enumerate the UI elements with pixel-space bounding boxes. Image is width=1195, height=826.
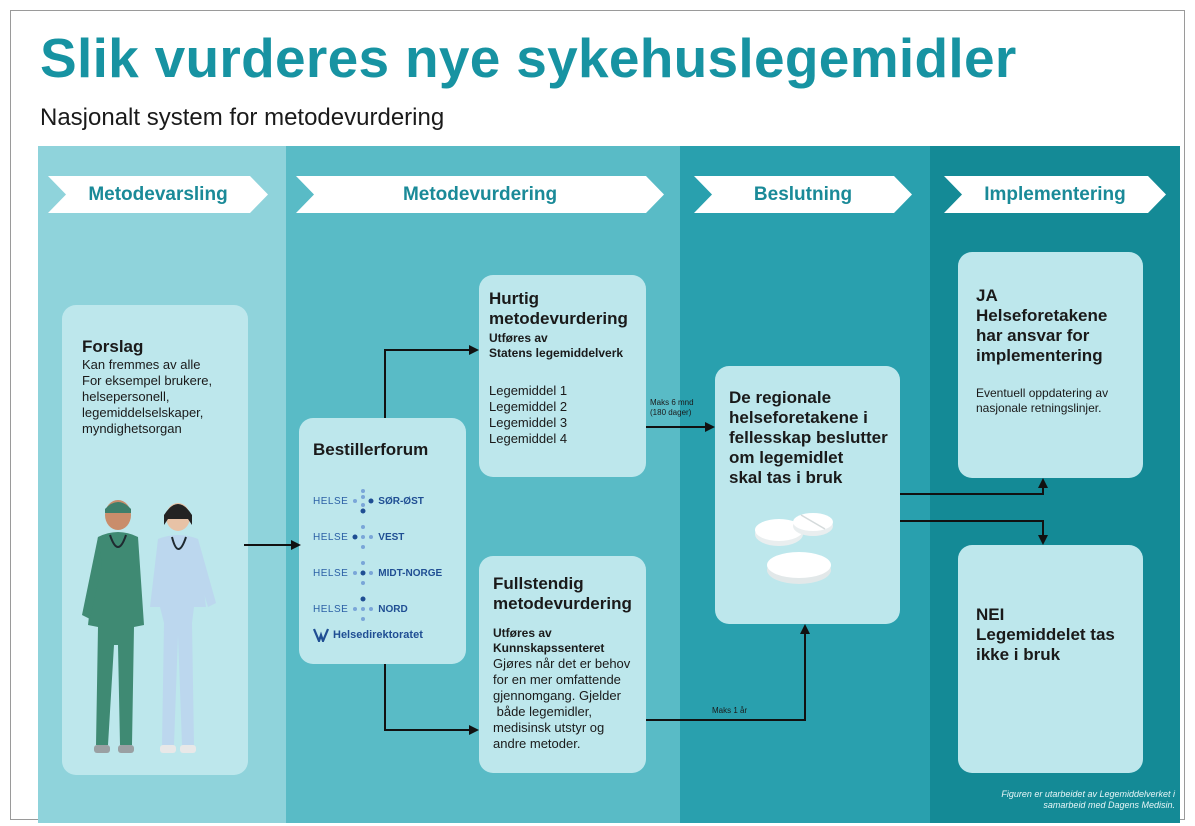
stage-label: Beslutning — [753, 183, 853, 205]
stage-label: Metodevurdering — [402, 183, 558, 205]
org-name: NORD — [378, 603, 408, 615]
stage-label: Metodevarsling — [88, 183, 228, 205]
nei-line: Legemiddelet tas — [976, 625, 1115, 644]
beslutning-box: De regionale helseforetakene i fellesska… — [715, 366, 900, 624]
ja-line: JA — [976, 286, 998, 305]
forslag-box: Forslag Kan fremmes av alle For eksempel… — [62, 305, 248, 775]
org-name: MIDT-NORGE — [378, 567, 443, 579]
stage-chevron-implementering: Implementering — [944, 176, 1166, 213]
arrow-fullstendig-to-beslutning — [646, 624, 810, 721]
org-helsedirektoratet: Helsedirektoratet — [313, 628, 423, 642]
hurtig-sub: Utføres av — [489, 331, 548, 345]
stage-chevron-metodevurdering: Metodevurdering — [296, 176, 664, 213]
page-title: Slik vurderes nye sykehuslegemidler — [40, 27, 1017, 89]
stage-chevron-metodevarsling: Metodevarsling — [48, 176, 268, 213]
fullstendig-sub: Utføres av — [493, 626, 552, 640]
ja-note: nasjonale retningslinjer. — [976, 401, 1102, 415]
helsedirektoratet-logo-icon — [313, 628, 329, 642]
helse-dots-icon — [352, 525, 374, 549]
beslutning-line: skal tas i bruk — [729, 468, 843, 487]
hurtig-box: Hurtig metodevurdering Utføres av Staten… — [479, 275, 646, 477]
ja-line: Helseforetakene — [976, 306, 1108, 325]
fullstendig-heading: metodevurdering — [493, 594, 632, 613]
nei-box: NEI Legemiddelet tas ikke i bruk — [958, 545, 1143, 773]
helse-word: HELSE — [313, 603, 349, 615]
page-subtitle: Nasjonalt system for metodevurdering — [40, 104, 445, 131]
helse-dots-icon — [353, 489, 374, 514]
credit-line: Figuren er utarbeidet av Legemiddelverke… — [1001, 789, 1175, 799]
arrow-bestiller-to-fullstendig — [384, 664, 479, 735]
helse-word: HELSE — [313, 531, 349, 543]
ja-box: JA Helseforetakene har ansvar for implem… — [958, 252, 1143, 478]
credit-note: Figuren er utarbeidet av Legemiddelverke… — [950, 789, 1175, 811]
forslag-line: helsepersonell, — [82, 389, 170, 404]
beslutning-line: helseforetakene i — [729, 408, 868, 427]
bestillerforum-heading: Bestillerforum — [313, 440, 429, 459]
ja-line: har ansvar for — [976, 326, 1090, 345]
forslag-line: legemiddelselskaper, — [82, 405, 204, 420]
fullstendig-heading: Fullstendig — [493, 574, 584, 593]
nei-line: NEI — [976, 605, 1005, 624]
credit-line: samarbeid med Dagens Medisin. — [1043, 800, 1175, 810]
fullstendig-sub: Kunnskapssenteret — [493, 641, 605, 655]
org-name: SØR-ØST — [378, 495, 424, 507]
fullstendig-line: både legemidler, — [493, 704, 593, 719]
ja-line: implementering — [976, 346, 1103, 365]
hurtig-item: Legemiddel 1 — [489, 383, 568, 398]
arrow-beslutning-to-ja — [900, 478, 1048, 495]
fullstendig-line: Gjøres når det er behov — [493, 656, 631, 671]
fullstendig-line: gjennomgang. Gjelder — [493, 688, 621, 703]
helse-word: HELSE — [313, 567, 349, 579]
helse-dots-icon — [353, 561, 374, 585]
arrow-bestiller-to-hurtig — [384, 345, 479, 418]
forslag-line: myndighetsorgan — [82, 421, 182, 436]
hurtig-item: Legemiddel 3 — [489, 415, 568, 430]
fullstendig-line: medisinsk utstyr og — [493, 720, 605, 735]
maks-6-line: Maks 6 mnd — [650, 398, 694, 407]
fullstendig-line: for en mer omfattende — [493, 672, 621, 687]
hurtig-heading: metodevurdering — [489, 309, 628, 328]
beslutning-line: De regionale — [729, 388, 832, 407]
stage-chevron-beslutning: Beslutning — [694, 176, 912, 213]
org-helse-vest: HELSE VEST — [313, 524, 404, 550]
org-helse-nord: HELSE NORD — [313, 596, 408, 622]
maks-1-ar-label: Maks 1 år — [712, 706, 748, 715]
hurtig-sub: Statens legemiddelverk — [489, 346, 624, 360]
org-helse-sor-ost: HELSE SØR-ØST — [313, 488, 424, 514]
helse-dots-icon — [353, 596, 374, 621]
org-name: Helsedirektoratet — [333, 629, 423, 641]
maks-6-mnd-label: Maks 6 mnd (180 dager) — [650, 398, 694, 418]
stage-label: Implementering — [984, 183, 1126, 205]
nei-line: ikke i bruk — [976, 645, 1061, 664]
forslag-heading: Forslag — [82, 337, 144, 356]
helse-word: HELSE — [313, 495, 349, 507]
beslutning-line: om legemidlet — [729, 448, 844, 467]
arrow-beslutning-to-nei — [900, 520, 1048, 545]
forslag-line: For eksempel brukere, — [82, 373, 213, 388]
org-helse-midt-norge: HELSE MIDT-NORGE — [313, 560, 442, 586]
hurtig-heading: Hurtig — [489, 289, 540, 308]
pills-icon — [755, 513, 833, 584]
hurtig-item: Legemiddel 4 — [489, 431, 568, 446]
maks-6-line: (180 dager) — [650, 408, 692, 417]
forslag-line: Kan fremmes av alle — [82, 357, 201, 372]
fullstendig-line: andre metoder. — [493, 736, 581, 751]
ja-note: Eventuell oppdatering av — [976, 386, 1109, 400]
hurtig-item: Legemiddel 2 — [489, 399, 568, 414]
fullstendig-box: Fullstendig metodevurdering Utføres av K… — [479, 556, 646, 773]
bestillerforum-box: Bestillerforum HELSE SØR-ØST HELSE VEST … — [299, 418, 466, 664]
doctors-illustration-icon — [82, 500, 216, 753]
org-name: VEST — [378, 531, 405, 543]
beslutning-line: fellesskap beslutter — [729, 428, 888, 447]
